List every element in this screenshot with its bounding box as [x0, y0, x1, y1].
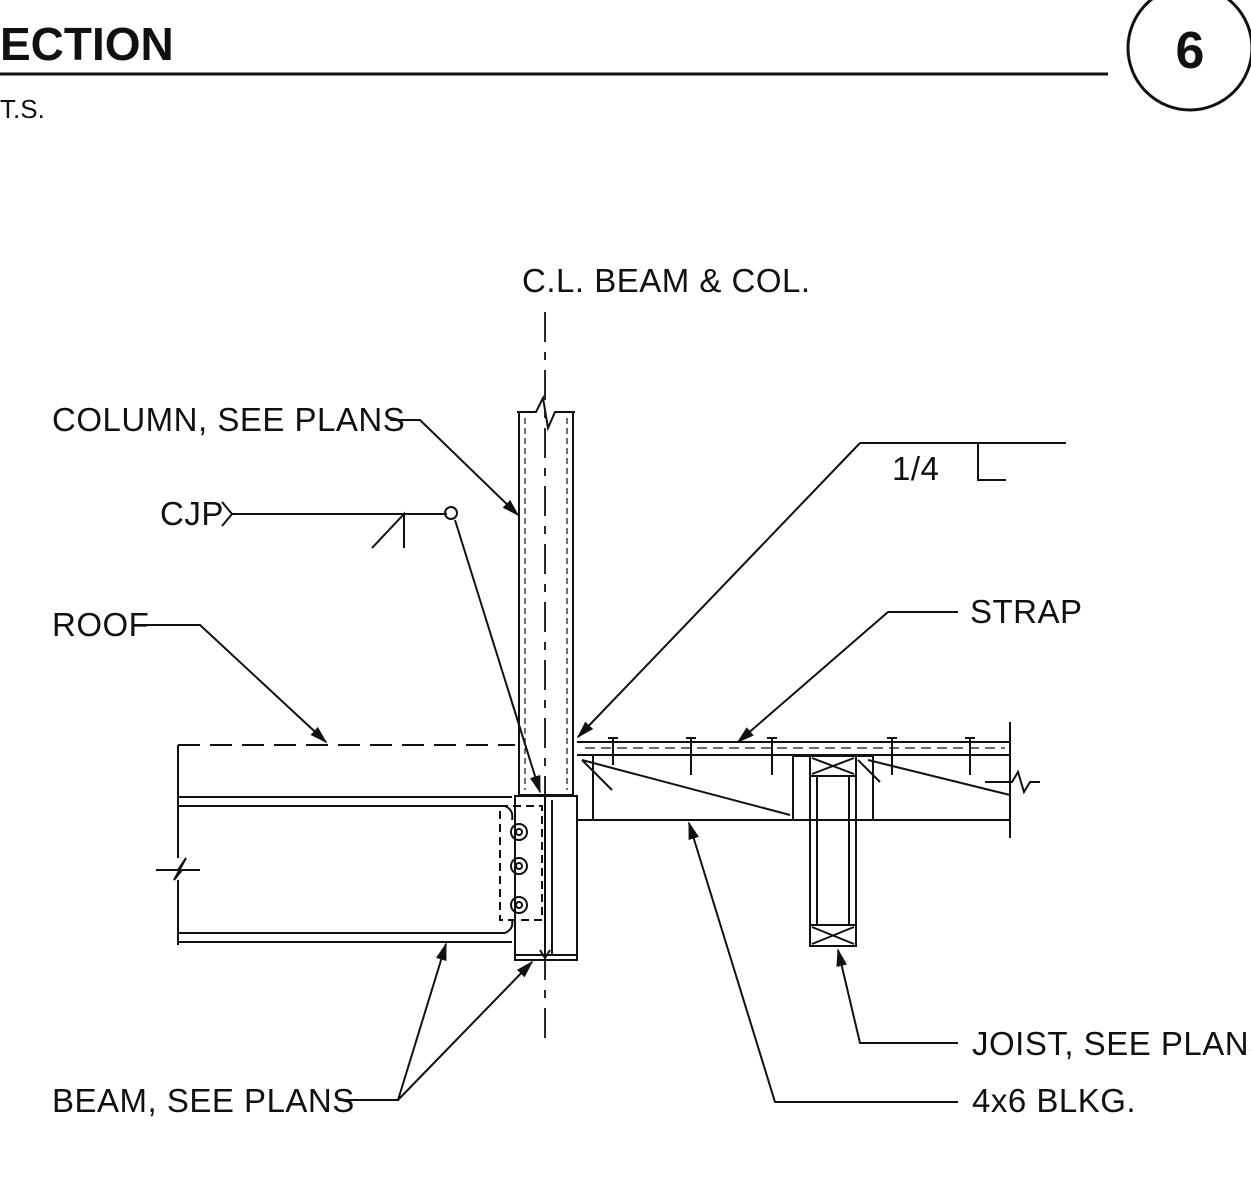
column — [517, 394, 575, 796]
weld-size-label: 1/4 — [892, 450, 939, 487]
centerline-label: C.L. BEAM & COL. — [522, 262, 811, 299]
strap-label: STRAP — [970, 593, 1083, 630]
beam-leader-1 — [338, 942, 447, 1101]
detail-title: ECTION — [0, 18, 174, 70]
weld-arrow — [454, 519, 541, 794]
beam-break-line — [156, 857, 200, 881]
joist-label: JOIST, SEE PLANS — [972, 1025, 1251, 1062]
blocking-label: 4x6 BLKG. — [972, 1082, 1136, 1119]
weld-groove-symbol — [371, 511, 405, 549]
weld-all-around-circle — [444, 506, 458, 520]
column-break-line — [517, 394, 575, 432]
connection-plates — [499, 795, 578, 961]
blocking-leader — [688, 821, 958, 1103]
column-leader — [390, 419, 520, 517]
roof-label: ROOF — [52, 606, 149, 643]
deck-break-line — [985, 769, 1040, 795]
steel-beam — [156, 744, 515, 945]
column-label: COLUMN, SEE PLANS — [52, 401, 405, 438]
annotations: COLUMN, SEE PLANS CJP 1/4 ROOF STRAP BEA… — [52, 401, 1251, 1119]
roof-leader — [140, 624, 328, 744]
fillet-arrow — [576, 442, 861, 739]
detail-number-bubble — [1126, 0, 1251, 112]
fillet-symbol — [977, 443, 1006, 481]
joist-leader — [836, 948, 958, 1044]
detail-number: 6 — [1176, 22, 1205, 80]
weld-symbol-label: CJP — [160, 495, 224, 532]
beam-label: BEAM, SEE PLANS — [52, 1082, 355, 1119]
title-block: ECTION T.S. 6 — [0, 0, 1251, 124]
centerline: C.L. BEAM & COL. — [522, 262, 811, 1040]
beam-leader-2 — [397, 960, 534, 1101]
bolt-group — [510, 823, 528, 914]
detail-scale: T.S. — [0, 94, 45, 124]
roof-framing — [577, 722, 1040, 947]
strap-leader — [736, 611, 958, 744]
nails — [608, 737, 975, 775]
joist-section — [809, 755, 857, 947]
